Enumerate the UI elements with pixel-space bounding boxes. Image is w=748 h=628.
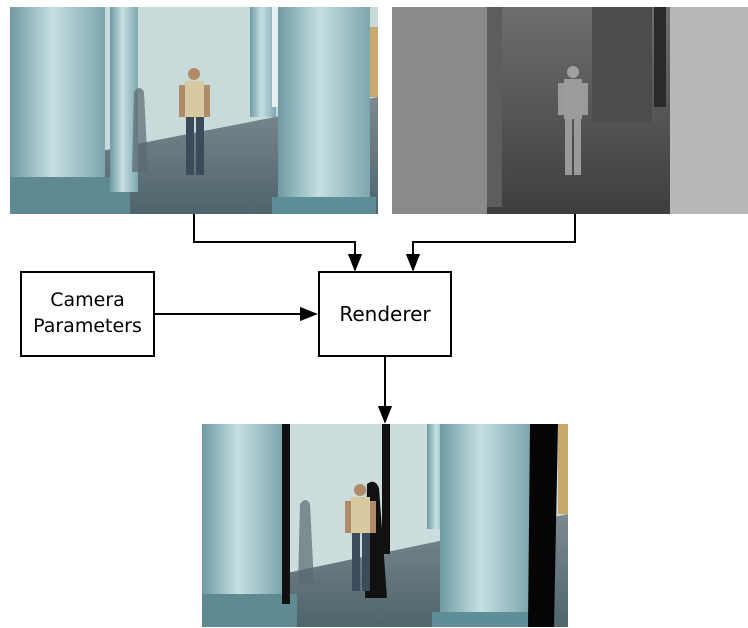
arrow-depth-to-renderer: [405, 214, 576, 272]
input-depth-map: [392, 7, 748, 214]
renderer-label: Renderer: [339, 302, 431, 326]
camera-label-line1: Camera: [50, 289, 125, 312]
camera-label-line2: Parameters: [33, 315, 142, 337]
input-color-image: [10, 7, 378, 214]
output-rendered-image: [202, 424, 568, 627]
camera-parameters-box: Camera Parameters: [20, 271, 155, 357]
renderer-box: Renderer: [318, 271, 452, 357]
arrow-color-to-renderer: [193, 214, 363, 272]
